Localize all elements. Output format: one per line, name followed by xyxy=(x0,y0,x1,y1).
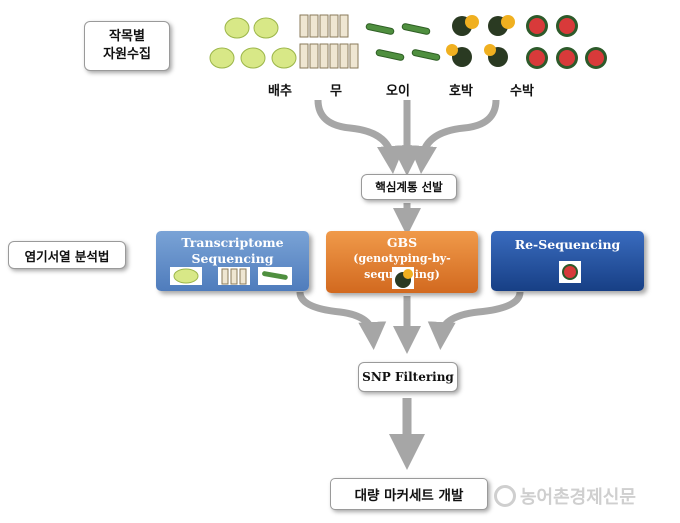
crop-label-watermelon: 수박 xyxy=(510,84,534,99)
watermelon-icon xyxy=(526,15,607,69)
crop-label-cabbage: 배추 xyxy=(268,84,292,99)
sequencing-method-label: 염기서열 분석법 xyxy=(8,241,126,269)
transcriptome-title-line2: Sequencing xyxy=(191,251,274,266)
method-reseq: Re-Sequencing xyxy=(491,231,644,291)
arrow-left-crops xyxy=(314,99,405,174)
radish-icon xyxy=(299,14,359,69)
collection-box-line1: 작목별 xyxy=(109,29,145,44)
core-selection-box: 핵심계통 선발 xyxy=(361,174,457,200)
gbs-title-line1: GBS xyxy=(386,235,418,250)
crop-label-pumpkin: 호박 xyxy=(449,84,473,99)
watermark-text: 농어촌경제신문 xyxy=(520,487,636,508)
collection-box: 작목별 자원수집 xyxy=(84,21,170,71)
collection-box-line2: 자원수집 xyxy=(103,47,151,62)
arrow-reseq-to-snp xyxy=(427,291,524,350)
arrow-transcriptome-to-snp xyxy=(296,291,387,350)
cabbage-icon xyxy=(209,17,297,69)
transcriptome-title-line1: Transcriptome xyxy=(181,235,284,250)
crop-label-radish: 무 xyxy=(330,84,342,99)
reseq-title: Re-Sequencing xyxy=(514,237,621,252)
watermark: 농어촌경제신문 xyxy=(494,483,636,509)
pumpkin-icon xyxy=(446,15,515,67)
watermark-logo-icon xyxy=(494,485,516,507)
snp-filtering-box: SNP Filtering xyxy=(358,362,458,392)
arrow-right-crops xyxy=(409,99,500,174)
gbs-title-line2: (genotyping-by-sequencing) xyxy=(353,252,451,281)
cucumber-icon xyxy=(365,23,441,61)
final-box: 대량 마커세트 개발 xyxy=(330,478,488,510)
crop-label-cucumber: 오이 xyxy=(386,84,410,99)
method-gbs: GBS (genotyping-by-sequencing) xyxy=(326,231,478,293)
method-transcriptome: Transcriptome Sequencing xyxy=(156,231,309,291)
